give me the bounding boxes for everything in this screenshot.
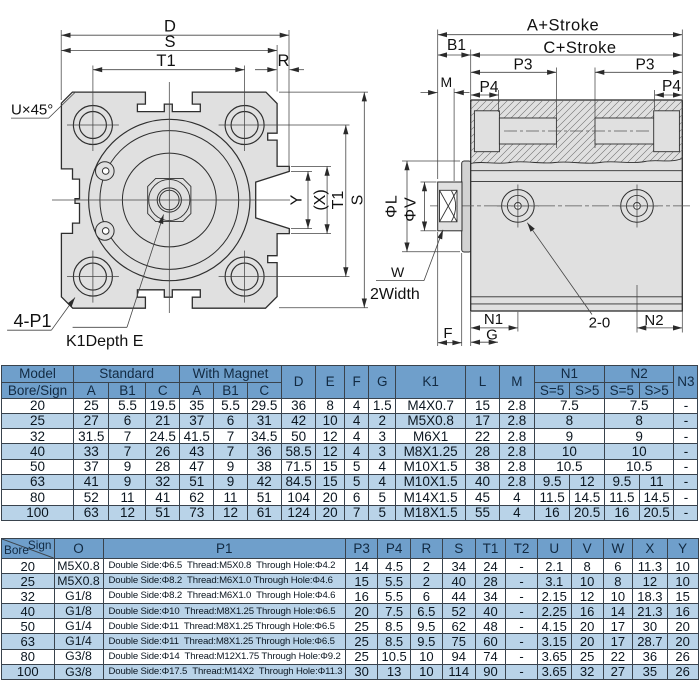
svg-text:(X): (X) xyxy=(312,189,329,210)
svg-text:2Width: 2Width xyxy=(370,286,420,303)
svg-text:T1: T1 xyxy=(156,52,175,70)
svg-text:S: S xyxy=(164,33,175,51)
svg-text:S: S xyxy=(350,195,367,206)
svg-text:N2: N2 xyxy=(644,312,663,329)
svg-text:M: M xyxy=(440,74,452,90)
svg-text:ΦL: ΦL xyxy=(384,194,401,218)
svg-text:K1Depth E: K1Depth E xyxy=(66,333,143,350)
svg-text:F: F xyxy=(443,325,452,342)
svg-text:2-0: 2-0 xyxy=(589,315,611,332)
svg-text:R: R xyxy=(278,52,290,70)
svg-text:G: G xyxy=(486,327,498,344)
svg-text:A+Stroke: A+Stroke xyxy=(527,16,599,34)
svg-text:B1: B1 xyxy=(447,37,466,54)
svg-text:D: D xyxy=(164,18,176,36)
svg-text:ΦV: ΦV xyxy=(403,196,420,221)
svg-text:P3: P3 xyxy=(514,57,533,74)
svg-text:C+Stroke: C+Stroke xyxy=(543,39,616,57)
svg-text:N1: N1 xyxy=(484,311,503,328)
svg-text:4-P1: 4-P1 xyxy=(14,311,52,331)
svg-text:T1: T1 xyxy=(330,191,347,210)
svg-text:U×45°: U×45° xyxy=(11,102,53,119)
svg-text:P3: P3 xyxy=(636,57,655,74)
svg-text:P4: P4 xyxy=(480,79,499,96)
svg-text:P4: P4 xyxy=(662,78,681,95)
svg-text:W: W xyxy=(391,264,405,280)
svg-text:Y: Y xyxy=(289,194,306,205)
